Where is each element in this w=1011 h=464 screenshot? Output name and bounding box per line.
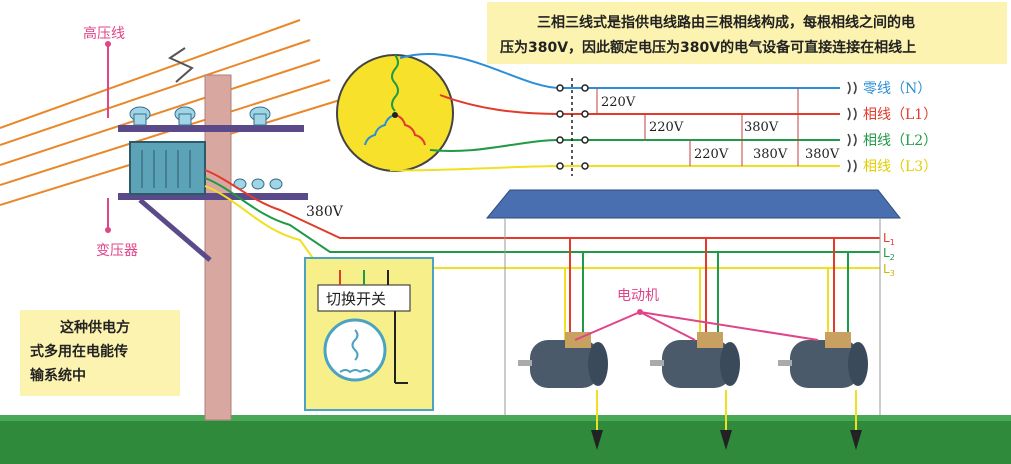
ground [0, 415, 1011, 464]
high-voltage-line-label: 高压线 [83, 25, 125, 42]
building-roof [485, 189, 902, 219]
motor-feeders [564, 238, 849, 345]
side-note-line-2: 式多用在电能传 [30, 343, 128, 360]
line-label-neutral: 零线（N） [863, 81, 931, 97]
voltage-220-n-l3: 220V [694, 147, 729, 162]
generator-wires [389, 52, 840, 172]
line-label-l3: 相线（L3） [863, 159, 937, 175]
line-label-l1: 相线（L1） [863, 107, 937, 123]
bus-l3-label: L3 [883, 262, 895, 278]
voltage-380-l1-l3: 380V [805, 147, 840, 162]
voltage-220-n-l1: 220V [601, 95, 636, 110]
side-note-line-1: 这种供电方 [60, 319, 130, 336]
transformer-label: 变压器 [96, 243, 138, 259]
bus-l1-label: L1 [883, 231, 895, 247]
insulators [129, 106, 283, 190]
utility-pole [204, 74, 232, 421]
transformer-icon [129, 141, 206, 195]
caption-box [487, 2, 1007, 64]
voltage-380-l1-l2: 380V [744, 120, 779, 135]
motor-label: 电动机 [617, 288, 659, 304]
voltage-markers [596, 88, 799, 166]
line-switches [556, 78, 589, 176]
switch-label: 切换开关 [326, 290, 386, 308]
motor-3 [778, 332, 868, 450]
generator-icon [336, 54, 454, 172]
line-label-l2: 相线（L2） [863, 133, 937, 149]
lightning-icon [167, 47, 194, 83]
motor-2 [650, 332, 740, 450]
side-note-box [20, 310, 180, 396]
pole-voltage-label: 380V [306, 204, 344, 220]
caption-line-1: 三相三线式是指供电线路由三根相线构成，每根相线之间的电 [537, 14, 915, 31]
voltage-380-l2-l3: 380V [753, 147, 788, 162]
bus-l2-label: L2 [883, 246, 895, 262]
caption-line-2: 压为380V，因此额定电压为380V的电气设备可直接连接在相线上 [500, 39, 916, 56]
high-voltage-lines [0, 19, 341, 206]
side-note-line-3: 输系统中 [30, 367, 86, 384]
voltage-220-n-l2: 220V [649, 120, 684, 135]
line-break-marks [847, 81, 857, 173]
distribution-wires [204, 169, 880, 269]
